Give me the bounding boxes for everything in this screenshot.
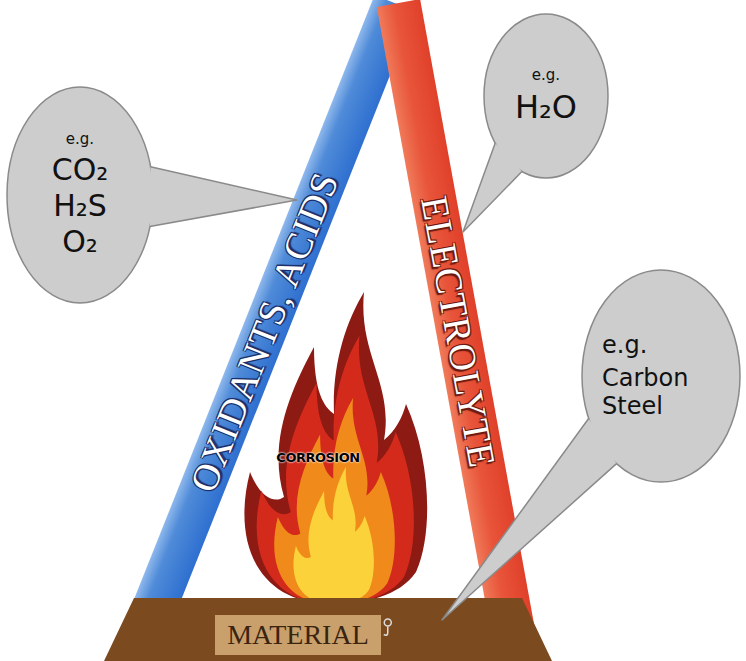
bubble-tail [463, 143, 522, 232]
flame-layer [257, 336, 414, 604]
example-bubble: e.g. H₂O [482, 12, 610, 180]
corrosion-flame: CORROSION [232, 292, 432, 604]
node-text: e.g. [532, 66, 560, 84]
bubble-tail [150, 167, 297, 227]
node-text: MATERIAL [215, 615, 381, 655]
node-text: CORROSION [274, 450, 361, 465]
bubble-tail [442, 419, 617, 620]
node-text: H₂O [515, 88, 577, 126]
node-text: e.g. [66, 130, 94, 148]
node-text: CO₂ H₂S O₂ [52, 152, 109, 260]
bubble-body [7, 87, 153, 303]
node-text: e.g. [602, 331, 647, 360]
example-bubble: e.g. Carbon Steel [580, 268, 742, 484]
material-base: MATERIAL [104, 598, 552, 661]
base-trapezoid [104, 598, 552, 661]
hook-symbol [384, 627, 388, 636]
flame-drawing [232, 292, 432, 604]
flame-layer [274, 398, 395, 604]
flame-layer [293, 467, 373, 604]
flame-layer [244, 292, 427, 604]
example-bubble: e.g. CO₂ H₂S O₂ [5, 85, 155, 305]
hook-symbol [384, 619, 391, 626]
node-text: ELECTROLYTE [412, 193, 505, 472]
node-text: Carbon Steel [602, 364, 688, 422]
